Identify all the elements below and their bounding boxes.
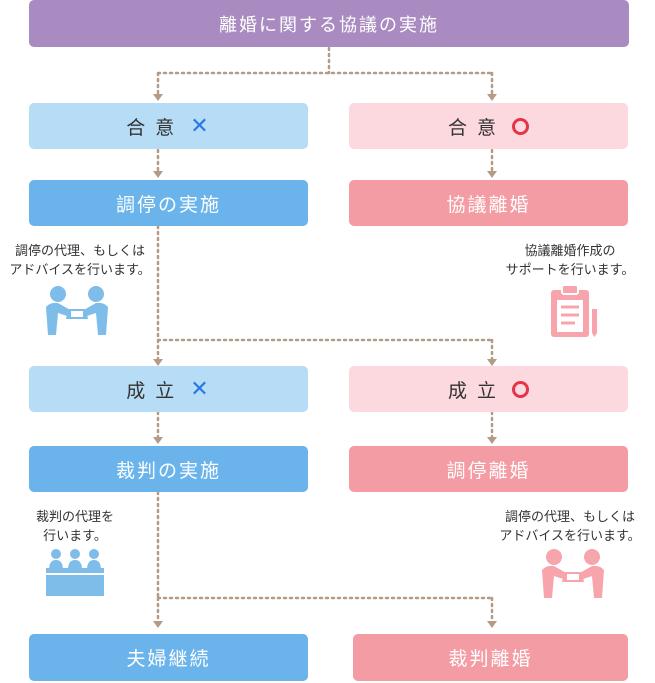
trial-divorce-box: 裁判離婚	[353, 634, 628, 681]
circle-icon	[512, 117, 530, 135]
established-yes-box: 成 立	[349, 366, 628, 412]
handshake-icon	[542, 549, 604, 598]
kyogi-divorce-box: 協議離婚	[349, 180, 628, 226]
page-title: 離婚に関する協議の実施	[29, 0, 629, 47]
marriage-continue-box: 夫婦継続	[29, 634, 308, 681]
trial-box: 裁判の実施	[29, 446, 308, 492]
agree-no-box: 合 意 ✕	[29, 103, 308, 149]
chotei-divorce-box: 調停離婚	[349, 446, 628, 492]
chotei-note: 調停の代理、もしくは アドバイスを行います。	[499, 510, 641, 544]
agree-label: 合 意	[447, 116, 499, 139]
circle-icon	[512, 380, 530, 398]
agree-label: 合 意	[126, 116, 177, 139]
court-icon	[46, 549, 104, 596]
established-label: 成 立	[447, 379, 499, 402]
mediation-note: 調停の代理、もしくは アドバイスを行います。	[9, 244, 151, 278]
cross-icon: ✕	[190, 113, 211, 139]
established-no-box: 成 立 ✕	[29, 366, 308, 412]
clipboard-icon	[551, 284, 597, 337]
agree-yes-box: 合 意	[349, 103, 628, 149]
handshake-icon	[46, 286, 108, 335]
trial-note: 裁判の代理を 行います。	[35, 510, 114, 544]
kyogi-note: 協議離婚作成の サポートを行います。	[505, 244, 635, 278]
established-label: 成 立	[126, 379, 177, 402]
mediation-box: 調停の実施	[29, 180, 308, 226]
cross-icon: ✕	[190, 376, 211, 402]
